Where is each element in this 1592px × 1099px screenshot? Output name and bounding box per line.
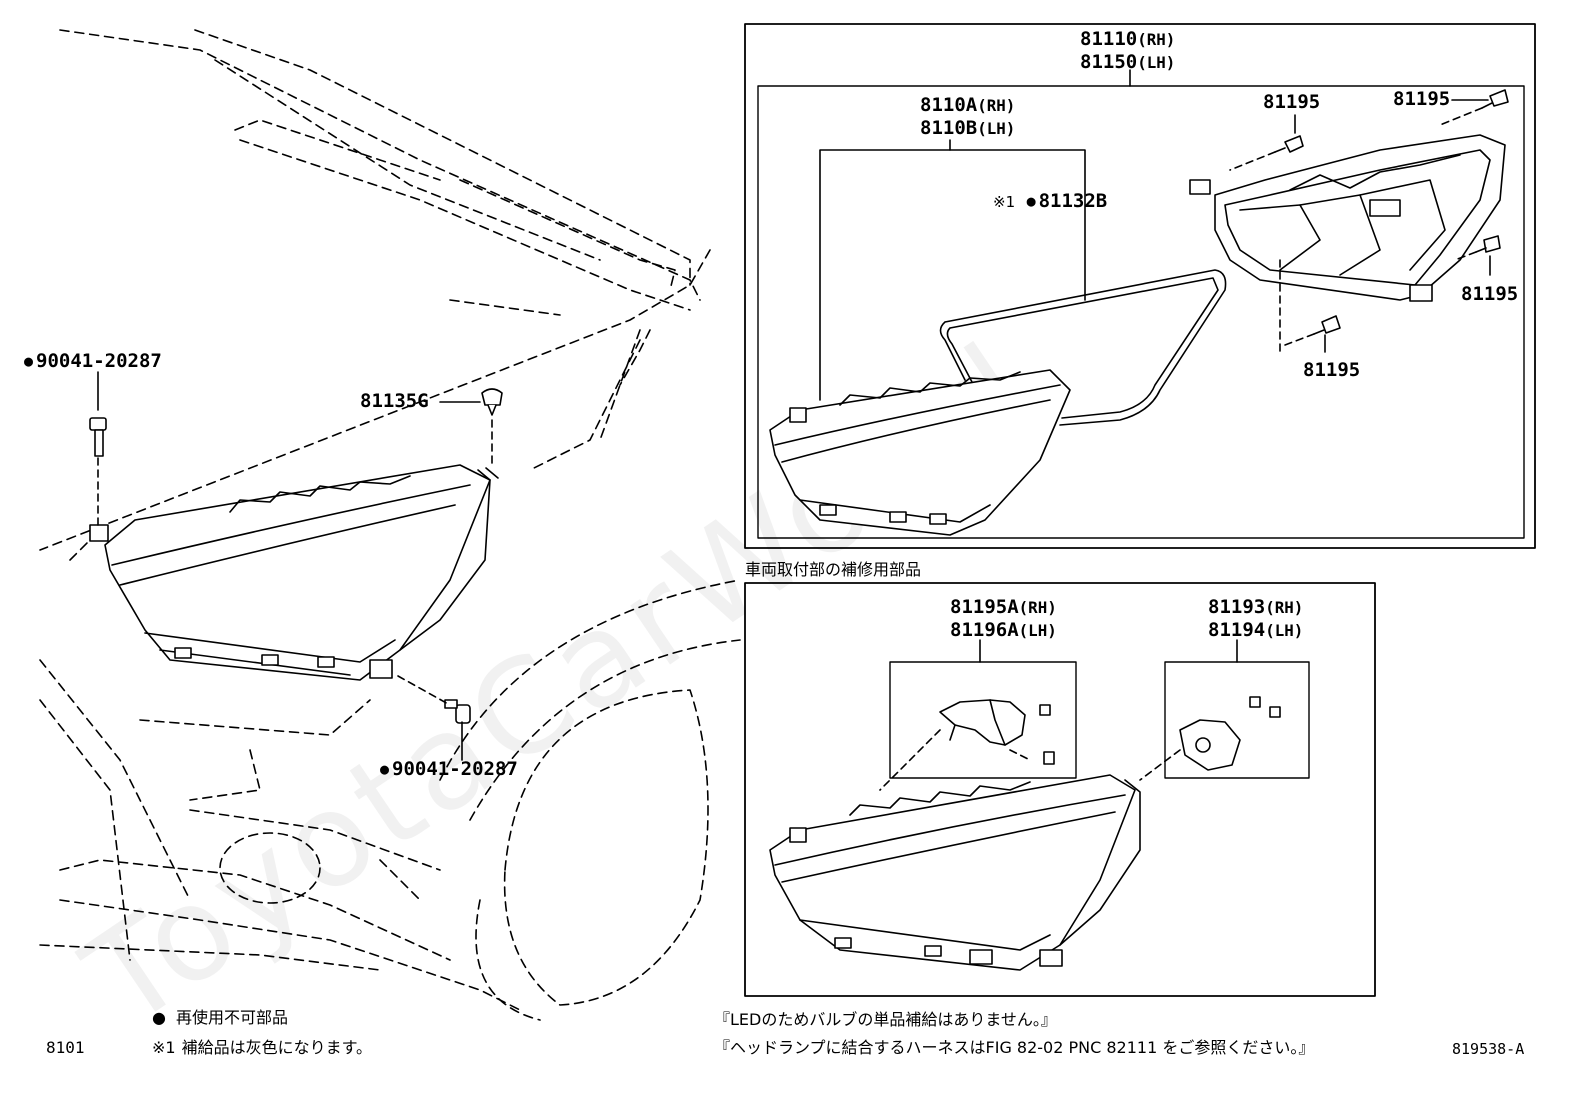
connector-part [1179, 696, 1281, 771]
unit-rh-side: (RH) [1137, 30, 1176, 49]
screw-part-number-d: 81195 [1303, 359, 1361, 381]
screw-part-number-a: 81195 [1263, 91, 1321, 113]
bolt-icon-top [89, 417, 107, 457]
screw-part-number-b: 81195 [1393, 88, 1451, 110]
leader-dashes-bottom-box [879, 729, 1181, 791]
clip-icon [481, 388, 503, 416]
repair-parts-box [744, 582, 1376, 997]
connector-box [1164, 661, 1310, 779]
bracket-box [889, 661, 1077, 779]
legend-note-1-mark: ※1 [152, 1038, 176, 1057]
figure-code: 819538-A [1452, 1040, 1525, 1058]
lens-part-numbers: 8110A(RH) 8110B(LH) [920, 94, 1015, 140]
page-code: 8101 [46, 1038, 85, 1057]
unit-lh-side: (LH) [1137, 53, 1176, 72]
leader-dashes-left [97, 419, 493, 706]
connector-lh-number: 81194 [1208, 619, 1266, 641]
connector-rh-number: 81193 [1208, 596, 1266, 618]
leader-lines-left [97, 371, 481, 761]
legend-note-1: ※1 補給品は灰色になります。 [152, 1040, 372, 1056]
legend-non-reusable: ● 再使用不可部品 [152, 1010, 288, 1026]
screw-icon-b [1481, 89, 1509, 109]
gasket-outline [939, 269, 1227, 426]
bracket-part [939, 699, 1055, 765]
unit-box [744, 23, 1536, 549]
housing-assembly [1189, 134, 1506, 302]
bolt-icon-bottom [444, 699, 471, 724]
screw-icon-d [1313, 315, 1341, 335]
connector-part-numbers: 81193(RH) 81194(LH) [1208, 596, 1303, 642]
gasket-note-mark: ※1 [993, 193, 1016, 211]
connector-lh-side: (LH) [1265, 621, 1304, 640]
lens-box [757, 85, 1525, 539]
screw-part-number-c: 81195 [1461, 283, 1519, 305]
legend-note-1-text: 補給品は灰色になります。 [181, 1038, 372, 1057]
unit-rh-number: 81110 [1080, 28, 1138, 50]
screw-icon-a [1274, 135, 1304, 153]
note-harness: 『ヘッドランプに結合するハーネスはFIG 82-02 PNC 82111 をご参… [714, 1038, 1315, 1057]
lens-rh-number: 8110A [920, 94, 978, 116]
lens-lh-number: 8110B [920, 117, 978, 139]
leader-lines-top-box [1294, 99, 1491, 353]
bracket-part-numbers: 81195A(RH) 81196A(LH) [950, 596, 1057, 642]
unit-lh-number: 81150 [1080, 51, 1138, 73]
bracket-rh-number: 81195A [950, 596, 1019, 618]
connector-rh-side: (RH) [1265, 598, 1304, 617]
bolt-part-number-top: 90041-20287 [24, 352, 162, 371]
headlamp-assembly-left [89, 464, 499, 681]
bracket-lh-number: 81196A [950, 619, 1019, 641]
repair-parts-heading: 車両取付部の補修用部品 [745, 560, 922, 579]
lens-lh-side: (LH) [977, 119, 1016, 138]
unit-part-numbers: 81110(RH) 81150(LH) [1080, 28, 1175, 74]
screw-icon-c [1475, 235, 1501, 253]
headlamp-assembly-bottom [769, 774, 1141, 971]
lens-bracket-left [819, 139, 951, 401]
clip-part-number: 81135G [360, 390, 429, 412]
bolt-part-number-bottom: 90041-20287 [380, 760, 518, 779]
vehicle-body-outline [39, 29, 741, 1021]
bracket-lh-side: (LH) [1018, 621, 1057, 640]
lens-assembly [769, 369, 1071, 536]
gasket-label: ※1 81132B [993, 192, 1107, 211]
legend-non-reusable-text: 再使用不可部品 [175, 1008, 288, 1027]
legend-dot-icon: ● [152, 1008, 166, 1027]
lens-bracket-right [949, 149, 1086, 301]
gasket-part-number: 81132B [1027, 190, 1108, 212]
lens-rh-side: (RH) [977, 96, 1016, 115]
note-led-bulb: 『LEDのためバルブの単品補給はありません。』 [714, 1010, 1057, 1029]
leader-dashes-top-box [1229, 107, 1483, 356]
bracket-rh-side: (RH) [1018, 598, 1057, 617]
